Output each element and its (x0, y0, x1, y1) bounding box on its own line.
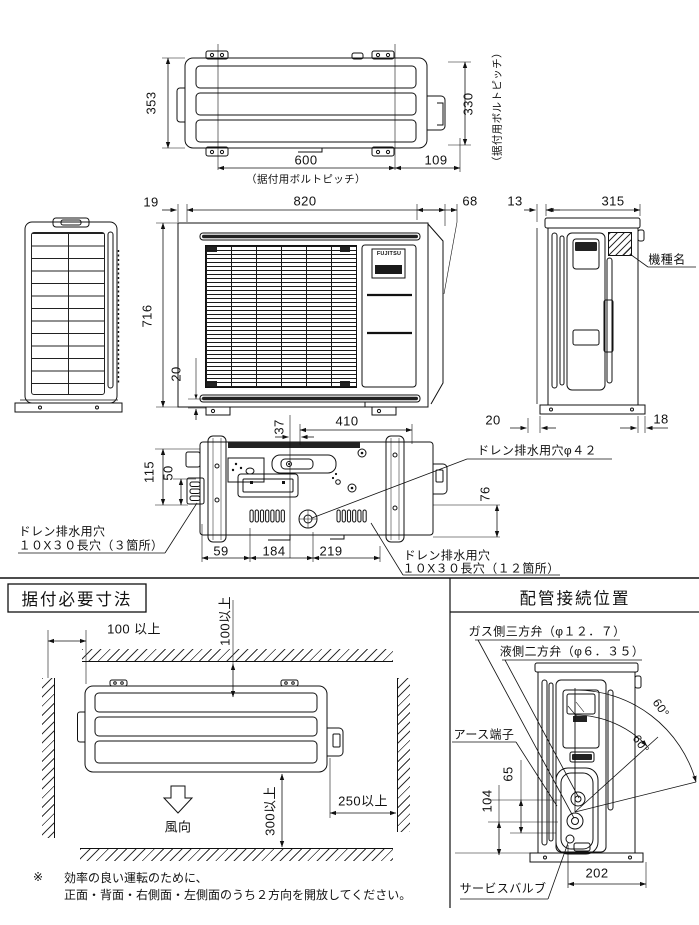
liquid-valve-label: 液側二方弁（φ６．３５） (499, 644, 645, 659)
dim-50: 50 (160, 465, 176, 481)
dim-219: 219 (319, 543, 343, 559)
dim-20-front: 20 (168, 366, 184, 382)
wall-left-hatch (42, 678, 55, 838)
fujitsu-logo-bar (375, 265, 402, 274)
note-line-1: 効率の良い運転のために、 (64, 871, 208, 885)
dim-19: 19 (143, 194, 159, 210)
model-name-hatch-box (608, 232, 632, 256)
drain-right-label-2: １０X３０長穴（１２箇所） (402, 561, 560, 576)
bolt-pitch-note: （据付用ボルトピッチ） (246, 173, 366, 186)
model-name-label: 機種名 (648, 252, 686, 267)
dim-37: 37 (271, 419, 287, 435)
dim-353: 353 (143, 91, 159, 115)
drain-left-label-2: １０X３０長穴（３箇所） (18, 538, 164, 553)
dim-65: 65 (500, 766, 516, 782)
dim-202: 202 (585, 865, 609, 881)
left-side-vent-grid (31, 232, 105, 395)
dim-76: 76 (477, 486, 493, 502)
dim-410: 410 (335, 413, 359, 429)
bolt-pitch-note-vertical: （据付用ボルトピッチ） (491, 47, 504, 167)
drain-left-label-1: ドレン排水用穴 (18, 524, 106, 539)
clearance-top: 100以上 (217, 596, 233, 646)
drain-hole-center-label: ドレン排水用穴φ４２ (477, 443, 597, 458)
piping-section-title: 配管接続位置 (519, 590, 631, 608)
service-valve-label: サービスバルブ (459, 881, 547, 896)
dim-68: 68 (462, 193, 478, 209)
clearance-bottom: 300以上 (262, 786, 278, 836)
dim-330: 330 (460, 92, 476, 116)
clearance-left: 100 以上 (107, 621, 161, 637)
dim-716: 716 (139, 304, 155, 328)
ground-hatch (80, 848, 393, 861)
wall-top-hatch (82, 649, 393, 662)
wall-right-hatch (397, 678, 410, 832)
dim-600: 600 (294, 152, 318, 168)
fujitsu-logo: FUJITSU (376, 251, 402, 257)
dim-109: 109 (424, 152, 448, 168)
gas-valve-label: ガス側三方弁（φ１２．７） (468, 624, 626, 639)
dim-59: 59 (213, 543, 229, 559)
note-mark: ※ (33, 870, 44, 884)
dim-820: 820 (293, 193, 317, 209)
dim-115: 115 (141, 461, 157, 483)
dim-104: 104 (479, 789, 495, 813)
dim-184: 184 (262, 543, 286, 559)
front-view-fan-grille (205, 245, 357, 388)
wind-direction-label: 風向 (164, 819, 192, 835)
install-section-title: 据付必要寸法 (21, 591, 133, 609)
drain-right-label-1: ドレン排水用穴 (403, 548, 491, 563)
note-line-2: 正面・背面・右側面・左側面のうち２方向を開放してください。 (64, 888, 412, 902)
clearance-right: 250以上 (338, 793, 388, 809)
earth-terminal-label: アース端子 (453, 727, 515, 742)
dim-315: 315 (601, 193, 625, 209)
dim-18-base: 18 (653, 411, 669, 427)
dim-13: 13 (507, 193, 523, 209)
dim-20-base: 20 (485, 412, 501, 428)
